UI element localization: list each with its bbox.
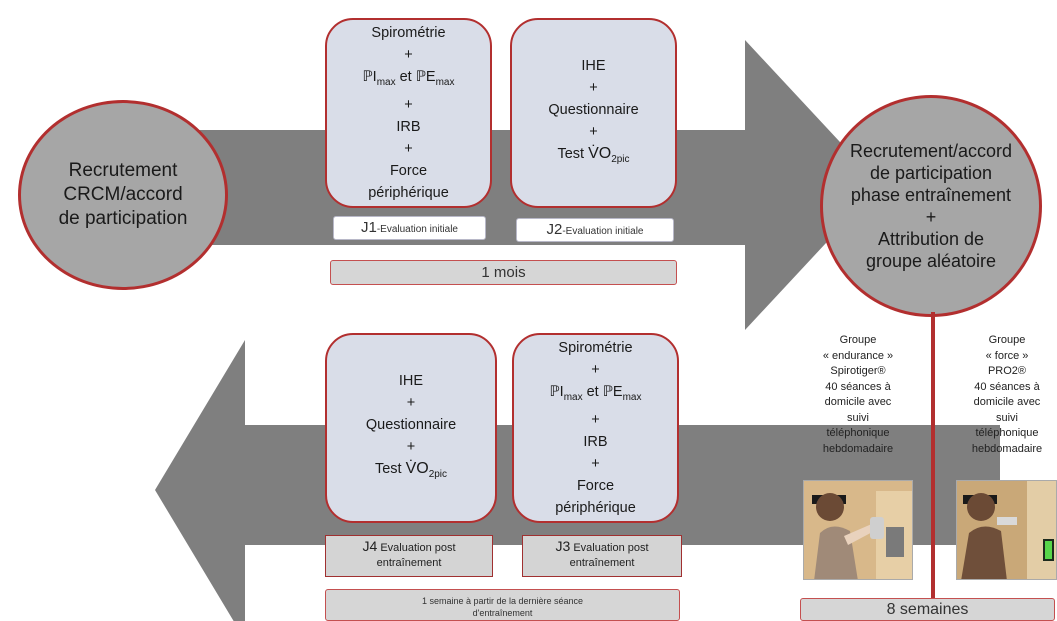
group-divider-line (931, 312, 935, 602)
right-circle-line-3: phase entraînement (850, 185, 1012, 205)
left-circle-line-2: CRCM/accord (63, 184, 183, 205)
pimax-pemax-label: ℙImax et ℙEmax (362, 69, 455, 88)
right-circle-line-6: groupe aléatoire (865, 251, 997, 271)
pro2-photo (956, 480, 1057, 580)
j4-label: J4 Evaluation post entraînement (325, 535, 493, 577)
one-week-bar: 1 semaine à partir de la dernière séance… (325, 589, 680, 621)
left-circle-line-3: de participation (58, 208, 188, 229)
ihe-label: IHE (581, 58, 606, 75)
card-j4-tests: IHE + Questionnaire + Test V̇O2pic (325, 333, 497, 523)
plus-sign: + (404, 96, 413, 113)
plus-sign: + (404, 47, 413, 64)
card-j1-tests: Spirométrie + ℙImax et ℙEmax + IRB + For… (325, 18, 492, 208)
card-j2-tests: IHE + Questionnaire + Test V̇O2pic (510, 18, 677, 208)
plus-sign: + (406, 439, 416, 456)
j2-label: J2-Evaluation initiale (516, 218, 674, 242)
card-j3-tests: Spirométrie + ℙImax et ℙEmax + IRB + For… (512, 333, 679, 523)
recruitment-circle-right: Recrutement/accord de participation phas… (820, 95, 1042, 317)
group-endurance-text: Groupe « endurance » Spirotiger® 40 séan… (822, 334, 894, 455)
irb-label: IRB (583, 433, 608, 450)
left-circle-line-1: Recrutement (68, 160, 178, 181)
questionnaire-label: Questionnaire (365, 417, 457, 434)
plus-sign: + (591, 455, 600, 472)
j1-label: J1-Evaluation initiale (333, 216, 486, 240)
plus-sign: + (591, 411, 600, 428)
plus-sign: + (591, 362, 600, 379)
right-circle-line-2: de participation (869, 163, 993, 183)
j3-label: J3 Evaluation post entraînement (522, 535, 682, 577)
spirometry-label: Spirométrie (558, 340, 633, 357)
spirometry-label: Spirométrie (371, 25, 446, 42)
questionnaire-label: Questionnaire (548, 102, 639, 119)
plus-sign: + (589, 80, 598, 97)
right-circle-line-5: Attribution de (877, 229, 985, 249)
right-circle-line-1: Recrutement/accord (849, 141, 1013, 161)
top-arrow (130, 40, 880, 330)
plus-sign: + (404, 140, 413, 157)
eight-weeks-bar: 8 semaines (800, 598, 1055, 621)
vo2pic-test-label: Test V̇O2pic (374, 460, 448, 480)
vo2pic-test-label: Test V̇O2pic (557, 145, 630, 165)
ihe-label: IHE (398, 373, 424, 390)
plus-sign: + (589, 124, 598, 141)
recruitment-circle-left: Recrutement CRCM/accord de participation (18, 100, 228, 290)
group-force-text: Groupe « force » PRO2® 40 séances à domi… (971, 334, 1043, 455)
force-label: Force (389, 162, 428, 179)
peripheral-label: périphérique (555, 499, 636, 516)
force-label: Force (576, 477, 615, 494)
one-month-bar: 1 mois (330, 260, 677, 285)
pimax-pemax-label: ℙImax et ℙEmax (549, 384, 642, 403)
plus-sign: + (406, 395, 416, 412)
peripheral-label: périphérique (368, 184, 449, 201)
spirotiger-photo (803, 480, 913, 580)
right-circle-line-4: + (925, 207, 937, 227)
irb-label: IRB (396, 118, 421, 135)
